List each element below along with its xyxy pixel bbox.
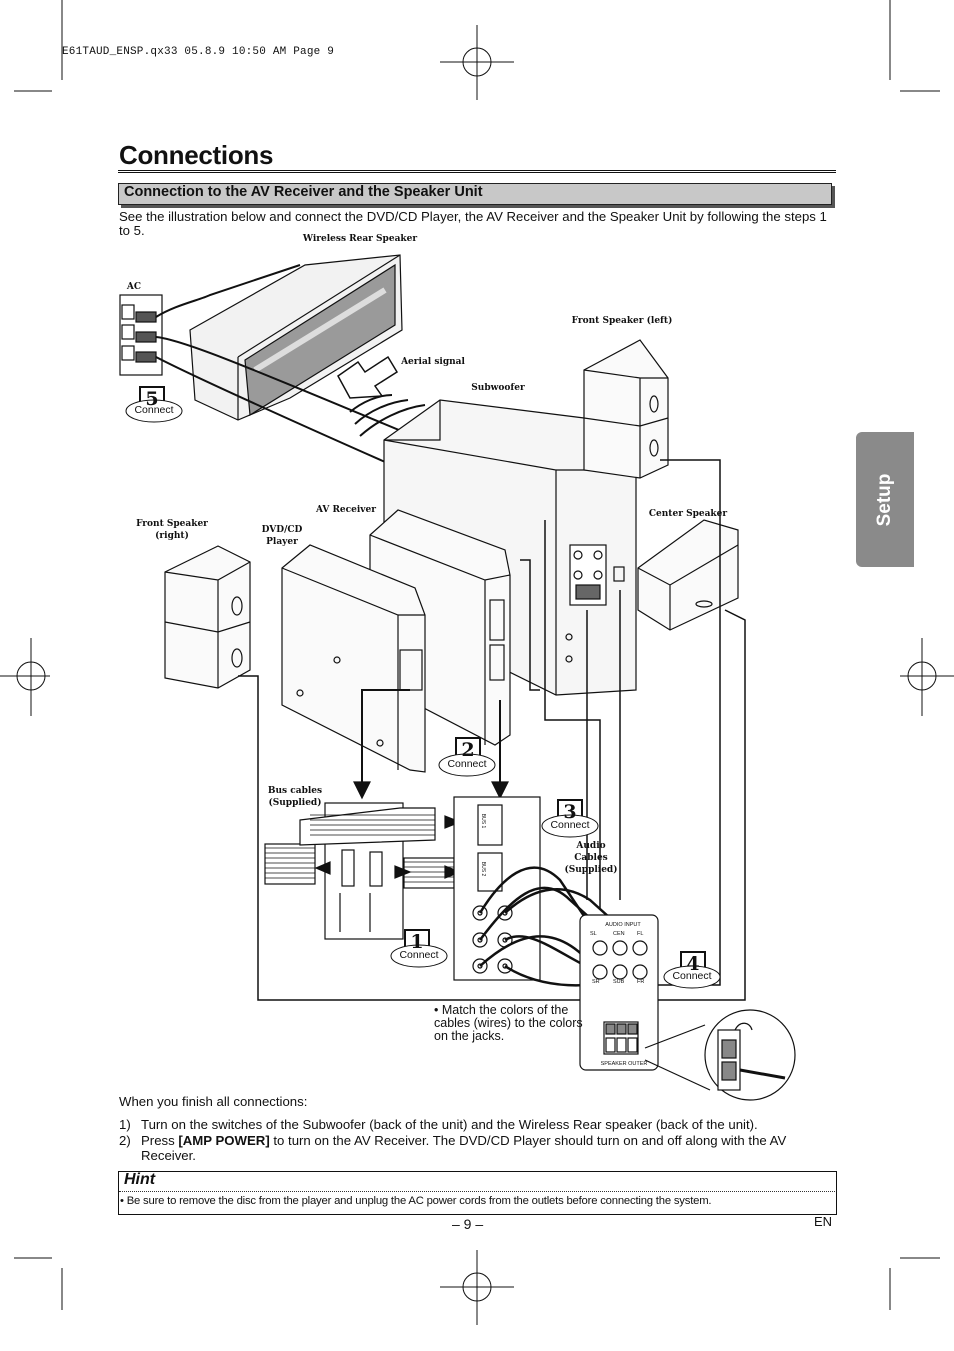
label-subwoofer: Subwoofer [471,383,525,393]
label-speaker-outer: SPEAKER OUTER [600,1061,648,1067]
dvd-player [281,544,426,773]
section-title: Connection to the AV Receiver and the Sp… [124,184,483,200]
step-3-number: 3 [563,801,577,823]
side-tab [856,432,914,567]
front-speaker-right [164,545,251,689]
intro-text: See the illustration below and connect t… [119,209,827,238]
language-code: EN [814,1214,833,1229]
label-av-receiver: AV Receiver [316,505,376,515]
step-4-number: 4 [686,953,700,975]
file-header: E61TAUD_ENSP.qx33 05.8.9 10:50 AM Page 9 [62,46,335,58]
step-2-connect: Connect [447,758,487,770]
label-wireless-rear: Wireless Rear Speaker [302,234,418,244]
finish-step-2-pre: Press [141,1133,179,1148]
finish-step-1-num: 1) [119,1117,131,1132]
jack-cen: CEN [613,931,625,937]
label-audio-input: AUDIO INPUT [605,922,641,928]
hint-title: Hint [124,1171,156,1188]
step-4-connect: Connect [672,970,712,982]
bus-cables [264,802,462,940]
wall-outlet [119,294,163,376]
label-front-left: Front Speaker (left) [571,316,673,326]
page-number: – 9 – [452,1216,484,1232]
label-center: Center Speaker [648,509,728,519]
center-speaker [637,519,739,631]
page-title: Connections [119,140,274,170]
front-speaker-left [583,339,669,479]
jack-sub: SUB [613,979,625,985]
label-aerial: Aerial signal [401,357,465,367]
label-dvd: DVD/CD Player [261,525,303,547]
finish-step-1: 1) Turn on the switches of the Subwoofer … [119,1117,839,1132]
label-audio-cables: Audio Cables (Supplied) [564,841,618,875]
finish-step-2-post: to turn on the AV Receiver. The DVD/CD P… [141,1133,787,1163]
step-1-number: 1 [410,931,424,953]
hint-divider [119,1191,835,1192]
label-ac: AC [126,282,142,292]
step-5-number: 5 [145,388,159,410]
jack-sl: SL [590,931,597,937]
terminal-zoom [644,1009,796,1101]
hint-box [118,1171,837,1215]
match-colors-note: • Match the colors of the cables (wires)… [434,1003,583,1043]
wireless-rear-speaker [189,254,403,421]
label-bus-cables: Bus cables (Supplied) [267,786,323,808]
label-bus2: BUS 2 [480,861,487,877]
amp-power-key: [AMP POWER] [178,1133,270,1148]
step-2-number: 2 [461,739,475,761]
section-bar [118,183,832,205]
jack-fr: FR [637,979,645,985]
step-5-connect: Connect [134,404,174,416]
subwoofer-panel [579,914,659,1071]
label-bus1: BUS 1 [480,813,487,829]
finish-intro: When you finish all connections: [119,1094,308,1109]
hint-text: • Be sure to remove the disc from the pl… [120,1195,712,1207]
finish-step-2-num: 2) [119,1133,131,1148]
jack-sr: SR [592,979,600,985]
title-rule [118,170,836,173]
step-1-connect: Connect [399,949,439,961]
finish-step-1-text: Turn on the switches of the Subwoofer (b… [141,1117,758,1132]
step-3-connect: Connect [550,819,590,831]
label-front-right: Front Speaker (right) [136,519,208,541]
finish-step-2: 2) Press [AMP POWER] to turn on the AV Re… [119,1133,839,1163]
jack-fl: FL [637,931,644,937]
